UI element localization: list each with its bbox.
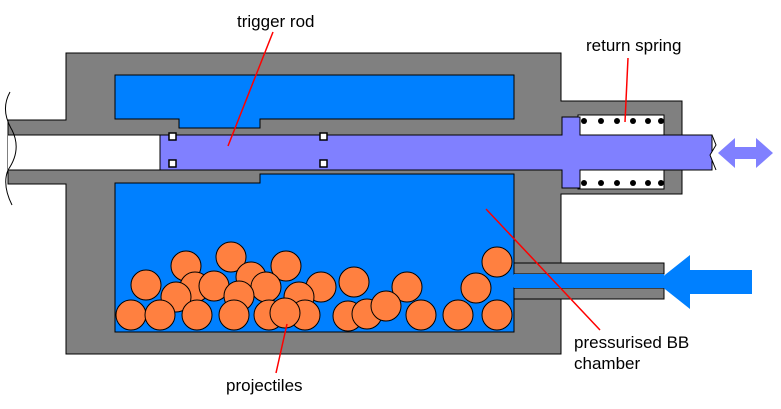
seal xyxy=(319,159,328,168)
left-bore xyxy=(8,135,160,170)
upper-cavity xyxy=(114,74,515,129)
return-spring xyxy=(581,118,664,186)
leader-line-return-spring xyxy=(624,57,629,123)
label-trigger-rod: trigger rod xyxy=(237,12,315,31)
label-pressurised-chamber-line2: chamber xyxy=(574,354,641,373)
projectiles xyxy=(115,241,513,332)
trigger-rod xyxy=(159,116,713,189)
leader-line-chamber xyxy=(485,208,601,331)
seal xyxy=(168,159,177,168)
rod-break-mark xyxy=(709,134,717,171)
break-line xyxy=(5,91,17,206)
seal xyxy=(168,132,177,141)
motion-double-arrow-icon xyxy=(718,138,773,168)
inlet-pipe xyxy=(513,262,665,275)
label-projectiles: projectiles xyxy=(226,376,303,395)
air-inlet-arrow-icon xyxy=(656,255,752,309)
label-return-spring: return spring xyxy=(586,36,682,55)
seal xyxy=(319,132,328,141)
leader-line-trigger-rod xyxy=(227,31,274,147)
label-pressurised-chamber-line1: pressurised BB xyxy=(574,333,690,352)
leader-line-projectiles xyxy=(275,323,288,374)
